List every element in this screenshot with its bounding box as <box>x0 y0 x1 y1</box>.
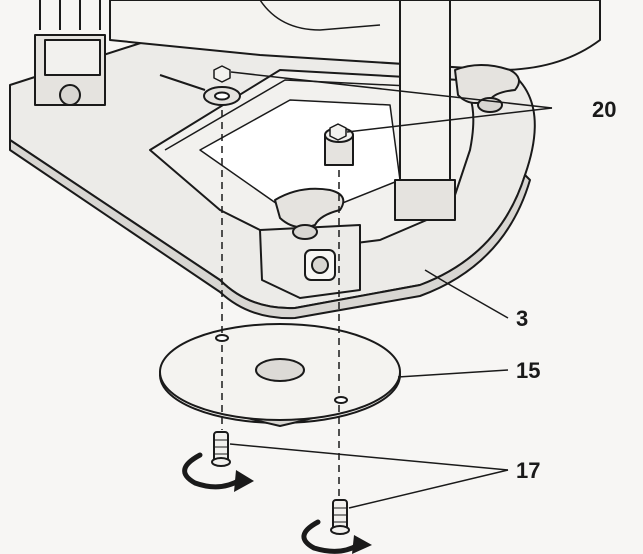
callout-label-base: 3 <box>516 306 528 331</box>
sub-base-plate <box>159 323 401 428</box>
leader-lines <box>229 71 553 509</box>
alignment-lines <box>221 110 340 498</box>
router-base <box>9 0 601 320</box>
callout-label-nuts: 20 <box>592 97 616 122</box>
callout-label-sub-base: 15 <box>516 358 540 383</box>
rotation-arrow-icon <box>182 452 372 554</box>
screws <box>211 431 350 535</box>
callout-label-screws: 17 <box>516 458 540 483</box>
